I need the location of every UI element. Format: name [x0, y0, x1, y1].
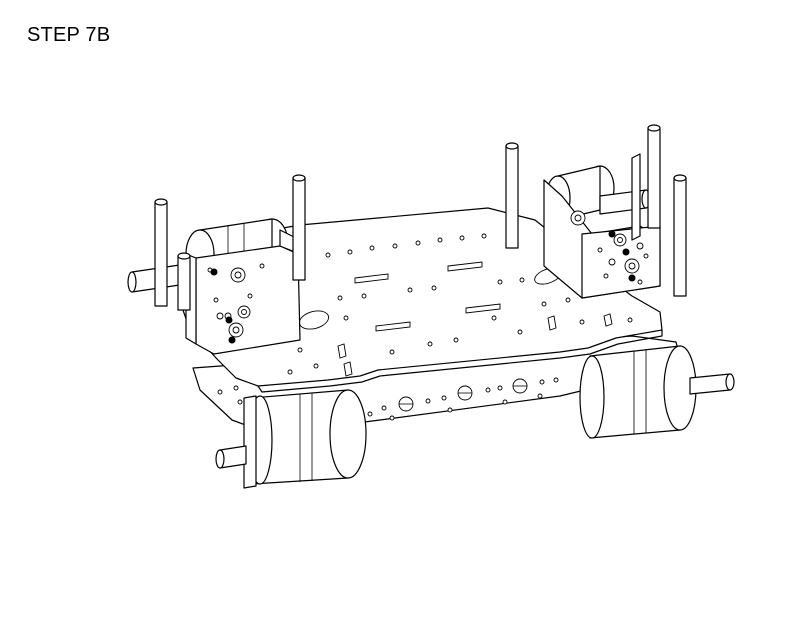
mounting-screw [608, 230, 636, 282]
mounting-screw [210, 268, 236, 344]
motor [579, 345, 697, 439]
bracket-holes [570, 210, 649, 285]
motor-shaft [215, 445, 247, 469]
side-rail-holes [217, 377, 559, 421]
motor-bracket-right [543, 153, 661, 299]
step-title: STEP 7B [27, 24, 111, 46]
chassis-holes [287, 233, 633, 375]
chassis-slots [337, 261, 613, 377]
motor [243, 389, 367, 489]
standoff [154, 124, 687, 311]
motor-shaft [689, 373, 735, 395]
motor-bracket-left [127, 218, 301, 355]
